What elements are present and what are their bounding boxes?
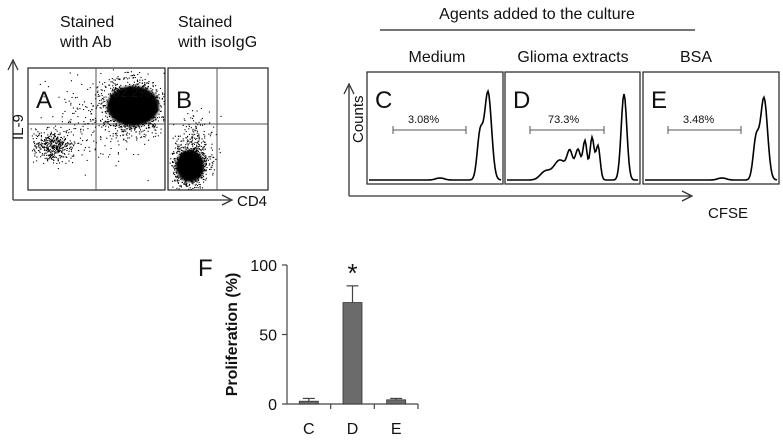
bar-x-tick-label: E — [391, 421, 402, 438]
panel-a-header-line1: Stained — [60, 14, 114, 31]
bar-x-tick-label: D — [347, 421, 359, 438]
panel-d-gate-pct: 73.3% — [548, 114, 579, 126]
bar-y-ticks: 0 50 100 — [250, 258, 287, 414]
histogram-x-axis-label: CFSE — [708, 205, 748, 222]
panel-c-header: Medium — [409, 49, 466, 66]
bar-e — [386, 399, 407, 405]
histogram-x-arrowhead-icon — [681, 190, 694, 202]
flow-y-arrowhead-icon — [7, 58, 19, 71]
panel-e-plot — [642, 71, 780, 185]
bar-series: C D * E — [298, 258, 419, 438]
panel-e-histogram — [645, 95, 778, 181]
panel-d-header: Glioma extracts — [517, 49, 628, 66]
panel-c-letter: C — [375, 87, 392, 114]
panel-a-header-line2: with Ab — [59, 34, 112, 51]
bar-y-axis-label: Proliferation (%) — [224, 273, 241, 397]
panel-b-letter: B — [176, 87, 192, 114]
panel-f-letter: F — [198, 255, 213, 282]
panel-c-gate-bar — [392, 126, 467, 134]
panel-b-header-line1: Stained — [178, 14, 232, 31]
histogram-section: Agents added to the culture Medium Gliom… — [343, 6, 780, 222]
panel-b-dots — [169, 107, 222, 190]
panel-d-gate-bar — [529, 126, 605, 134]
bar-x-tick-label: C — [303, 421, 315, 438]
panel-e-gate-bar — [667, 126, 742, 134]
flow-section: Stained with Ab Stained with isoIgG A 92… — [7, 14, 269, 210]
panel-d-plot — [504, 71, 641, 185]
significance-marker: * — [347, 258, 357, 288]
flow-x-axis-label: CD4 — [237, 193, 267, 210]
panel-e-header: BSA — [680, 49, 712, 66]
culture-header: Agents added to the culture — [439, 6, 635, 23]
panel-e-gate-pct: 3.48% — [683, 114, 714, 126]
bar-y-tick-label: 0 — [268, 397, 277, 414]
bar-d — [342, 302, 363, 405]
panel-a-dots — [30, 69, 165, 182]
panel-e-letter: E — [651, 87, 667, 114]
panel-a-quadrant-pct: 92.2% — [113, 85, 150, 100]
panel-c-histogram — [369, 88, 502, 181]
flow-y-axis-label: IL-9 — [10, 114, 27, 140]
histogram-y-axis-label: Counts — [350, 95, 367, 143]
flow-x-arrowhead-icon — [221, 194, 234, 206]
panel-c-gate-pct: 3.08% — [408, 114, 439, 126]
histogram-y-arrowhead-icon — [343, 82, 355, 95]
panel-d-letter: D — [513, 87, 530, 114]
bar-y-tick-label: 50 — [259, 328, 277, 345]
panel-d-histogram — [507, 93, 638, 181]
bar-y-tick-label: 100 — [250, 258, 277, 275]
panel-a-letter: A — [36, 87, 52, 114]
bar-c — [298, 400, 319, 405]
bar-chart: F Proliferation (%) 0 50 100 C D * E — [198, 255, 419, 438]
panel-b-header-line2: with isoIgG — [177, 34, 257, 51]
